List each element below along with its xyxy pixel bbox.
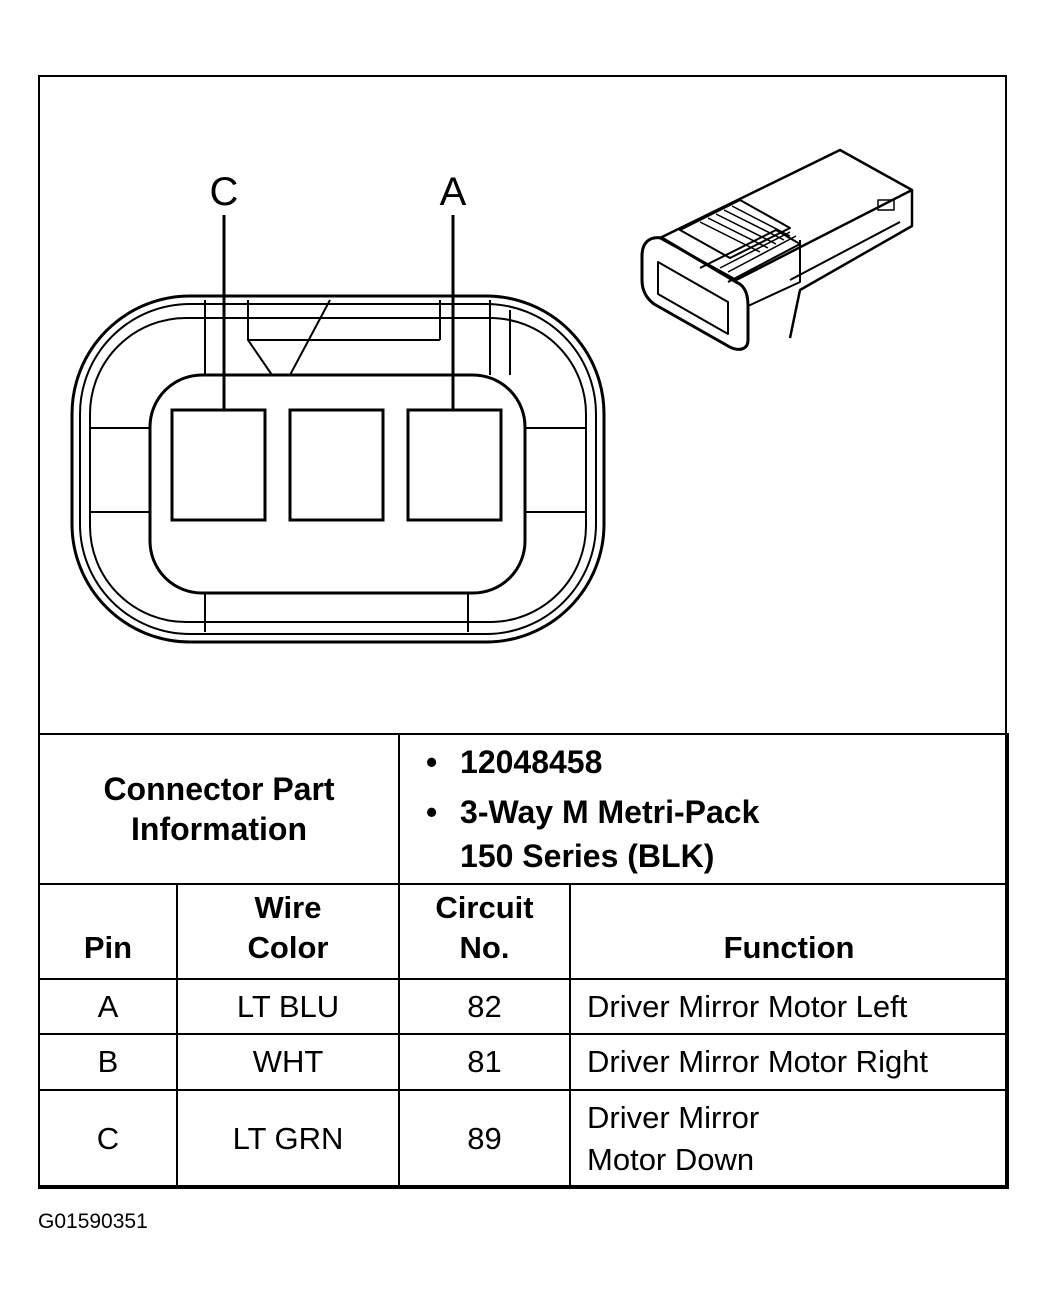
pin-cell: C <box>38 1089 178 1189</box>
part-info-label-line2: Information <box>131 811 307 847</box>
pin-cell: A <box>38 978 178 1035</box>
function-line2: Motor Down <box>587 1142 755 1177</box>
pin-label-a: A <box>440 170 467 214</box>
part-info-label-line1: Connector Part <box>103 771 335 807</box>
table-row: B WHT 81 Driver Mirror Motor Right <box>38 1033 1010 1091</box>
function-cell: Driver Mirror Motor Left <box>569 978 1010 1035</box>
wire-color-cell: WHT <box>175 1033 401 1091</box>
wire-color-cell: LT BLU <box>175 978 401 1035</box>
header-wire-color-line2: Color <box>247 930 329 965</box>
part-description-line2: 150 Series (BLK) <box>460 838 715 874</box>
figure-id: G01590351 <box>38 1210 148 1233</box>
part-description-item: • 3-Way M Metri-Pack 150 Series (BLK) <box>426 790 1007 878</box>
circuit-cell: 82 <box>398 978 572 1035</box>
wire-color-cell: LT GRN <box>175 1089 401 1189</box>
part-info-list: • 12048458 • 3-Way M Metri-Pack 150 Seri… <box>400 740 1007 878</box>
connector-inner-cavity <box>148 373 527 595</box>
connector-drawing: C A <box>70 148 914 644</box>
connector-info-table: Connector Part Information • 12048458 • … <box>37 733 1010 1189</box>
table-row: C LT GRN 89 Driver Mirror Motor Down <box>38 1089 1010 1189</box>
terminal-cavity-b <box>288 408 385 522</box>
table-header-row: Pin Wire Color Circuit No. Function <box>38 883 1010 980</box>
latch-ribs <box>699 205 797 273</box>
function-line1: Driver Mirror Motor Right <box>587 1044 929 1079</box>
part-info-row: Connector Part Information • 12048458 • … <box>37 733 1010 885</box>
header-function-label: Function <box>723 930 855 965</box>
pin-label-c: C <box>210 170 239 214</box>
connector-isometric-view <box>640 148 914 351</box>
circuit-cell: 81 <box>398 1033 572 1091</box>
function-cell: Driver Mirror Motor Right <box>569 1033 1010 1091</box>
header-wire-color-line1: Wire <box>254 890 322 925</box>
bullet: • <box>426 794 438 830</box>
header-wire-color: Wire Color <box>175 883 401 980</box>
pin-cell: B <box>38 1033 178 1091</box>
header-pin: Pin <box>38 883 178 980</box>
header-pin-label: Pin <box>83 930 133 965</box>
part-info-values-cell: • 12048458 • 3-Way M Metri-Pack 150 Seri… <box>398 733 1010 885</box>
connector-outer-shell-inner <box>79 303 597 635</box>
connector-outer-shell <box>70 294 606 644</box>
bottom-rib <box>204 593 469 632</box>
function-cell: Driver Mirror Motor Down <box>569 1089 1010 1189</box>
header-circuit-line1: Circuit <box>435 890 534 925</box>
side-ribs <box>90 427 586 513</box>
bullet: • <box>426 744 438 780</box>
part-info-label-cell: Connector Part Information <box>37 733 401 885</box>
connector-mid-ring <box>89 317 587 623</box>
header-circuit: Circuit No. <box>398 883 572 980</box>
function-line1: Driver Mirror <box>587 1100 760 1135</box>
circuit-cell: 89 <box>398 1089 572 1189</box>
part-number: 12048458 <box>460 744 603 780</box>
terminal-cavity-c <box>170 408 267 522</box>
function-line1: Driver Mirror Motor Left <box>587 988 908 1024</box>
lock-tab <box>204 299 511 376</box>
terminal-cavity-a <box>406 408 503 522</box>
header-circuit-line2: No. <box>459 930 510 965</box>
header-function: Function <box>569 883 1010 980</box>
part-description-line1: 3-Way M Metri-Pack <box>460 794 760 830</box>
table-row: A LT BLU 82 Driver Mirror Motor Left <box>38 978 1010 1035</box>
part-number-item: • 12048458 <box>426 740 1007 784</box>
